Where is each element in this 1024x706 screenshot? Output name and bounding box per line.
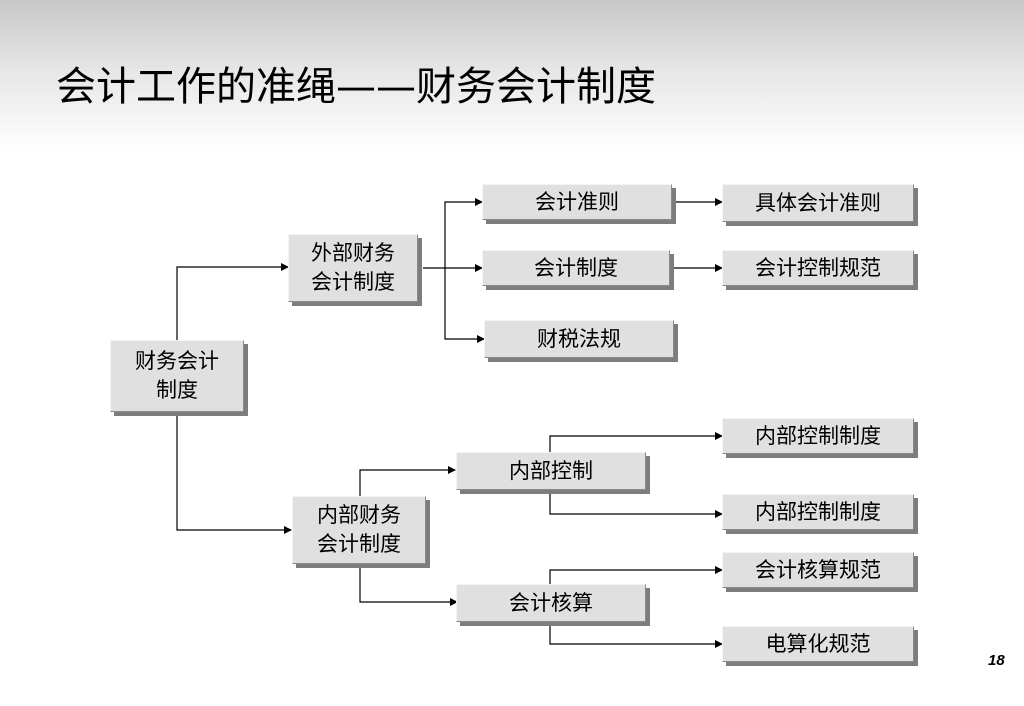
connector-external-standards: [444, 198, 483, 268]
node-specific-standards: 具体会计准则: [722, 184, 914, 222]
connector-control-detail-2: [549, 490, 723, 518]
node-calculation-norms: 会计核算规范: [722, 552, 914, 588]
node-external: 外部财务 会计制度: [288, 234, 418, 302]
node-accounting-standards: 会计准则: [482, 184, 672, 220]
page-title: 会计工作的准绳——财务会计制度: [56, 64, 656, 110]
connector-internal-accounting: [359, 564, 458, 606]
connector-accounting-detail-1: [549, 566, 723, 586]
node-accounting-system: 会计制度: [482, 250, 670, 286]
connector-root-external: [176, 263, 289, 340]
connector-external-tax: [444, 268, 485, 343]
node-internal-control-system-1: 内部控制制度: [722, 418, 914, 454]
node-computerization-norms: 电算化规范: [722, 626, 914, 662]
node-root: 财务会计 制度: [110, 340, 244, 412]
node-control-norms: 会计控制规范: [722, 250, 914, 286]
connector-control-detail-1: [549, 432, 723, 454]
page-number: 18: [988, 652, 1005, 669]
connector-accounting-detail-2: [549, 620, 723, 648]
node-tax-regulations: 财税法规: [484, 320, 674, 358]
node-internal: 内部财务 会计制度: [292, 496, 426, 564]
node-internal-control-system-2: 内部控制制度: [722, 494, 914, 530]
node-accounting-calculation: 会计核算: [456, 584, 646, 622]
connector-root-internal: [176, 412, 292, 534]
connector-internal-control: [359, 466, 456, 496]
node-internal-control: 内部控制: [456, 452, 646, 490]
